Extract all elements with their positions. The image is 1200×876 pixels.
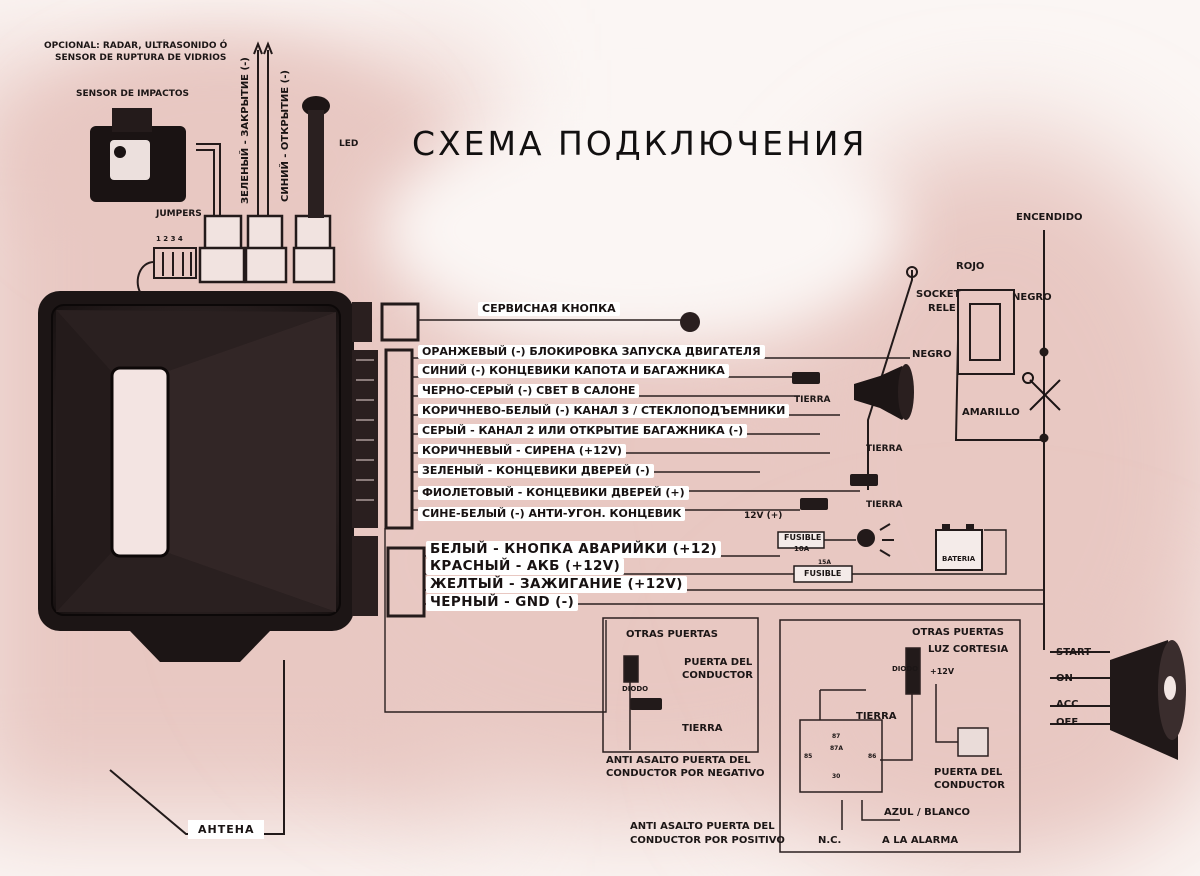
br-plus12: +12V xyxy=(930,667,955,676)
encendido-label: ENCENDIDO xyxy=(1016,212,1083,223)
fuse-10a-label: FUSIBLE xyxy=(784,533,822,542)
bl-tierra: TIERRA xyxy=(682,723,723,734)
bottom-right-box xyxy=(779,619,1021,853)
socket-label: SOCKET xyxy=(916,289,961,300)
wire-label-green: ЗЕЛЕНЫЙ - КОНЦЕВИКИ ДВЕРЕЙ (-) xyxy=(418,464,654,479)
top-wires xyxy=(196,41,273,216)
fuse-10a-amp: 10A xyxy=(794,545,810,553)
connector-plugs xyxy=(380,302,426,618)
rele-label: RELE xyxy=(928,303,956,314)
battery-icon xyxy=(935,524,983,571)
wire-label-grey: СЕРЫЙ - КАНАЛ 2 ИЛИ ОТКРЫТИЕ БАГАЖНИКА (… xyxy=(418,424,748,439)
siren-icon xyxy=(854,364,914,420)
bottom-left-box xyxy=(602,617,759,753)
relay-pin-87a: 87A xyxy=(830,745,843,752)
plus12v-label: 12V (+) xyxy=(744,511,783,521)
negro-left-label: NEGRO xyxy=(912,349,952,360)
scissors-icon xyxy=(1022,372,1061,411)
br-azul-blanco: AZUL / BLANCO xyxy=(884,807,971,818)
bl-caption-2: CONDUCTOR POR NEGATIVO xyxy=(606,768,765,779)
relay-pin-30: 30 xyxy=(832,773,841,780)
wire-label-orange: ОРАНЖЕВЫЙ (-) БЛОКИРОВКА ЗАПУСКА ДВИГАТЕ… xyxy=(418,345,765,360)
battery-label: BATERIA xyxy=(942,555,976,563)
lamp-icon xyxy=(857,523,894,557)
service-button-cap xyxy=(680,312,700,332)
rojo-label: ROJO xyxy=(956,261,985,272)
br-a-la-alarma: A LA ALARMA xyxy=(882,835,959,846)
jumper-block xyxy=(136,247,197,293)
power-label-red: КРАСНЫЙ - АКБ (+12V) xyxy=(426,558,625,575)
optional-sensor-label-1: OPCIONAL: RADAR, ULTRASONIDO Ó xyxy=(44,41,228,51)
fuse-15a-amp: 15A xyxy=(818,559,831,566)
relay-pin-86: 86 xyxy=(868,753,877,760)
bl-conductor: CONDUCTOR xyxy=(682,670,753,681)
br-luz-cortesia: LUZ CORTESIA xyxy=(928,644,1009,655)
ignition-switch xyxy=(1050,640,1186,760)
ignition-acc-label: ACC xyxy=(1056,699,1079,710)
relay-pin-87: 87 xyxy=(832,733,841,740)
tierra-label-3: TIERRA xyxy=(866,500,903,510)
antenna-label: АНТЕНА xyxy=(188,820,265,839)
wire-label-violet: ФИОЛЕТОВЫЙ - КОНЦЕВИКИ ДВЕРЕЙ (+) xyxy=(418,486,689,501)
blue-unlock-label: СИНИЙ - ОТКРЫТИЕ (-) xyxy=(280,70,291,202)
relay-socket xyxy=(867,230,1049,650)
ignition-off-label: OFF xyxy=(1056,717,1079,728)
bl-otras-puertas: OTRAS PUERTAS xyxy=(626,629,718,640)
bl-diodo: DIODO xyxy=(622,685,649,693)
impact-sensor-label: SENSOR DE IMPACTOS xyxy=(76,89,190,99)
jumpers-label: JUMPERS xyxy=(156,209,202,219)
alarm-module xyxy=(38,291,378,662)
br-caption-1: ANTI ASALTO PUERTA DEL xyxy=(630,821,775,832)
wire-label-brown: КОРИЧНЕВЫЙ - СИРЕНА (+12V) xyxy=(418,444,626,459)
bl-caption-1: ANTI ASALTO PUERTA DEL xyxy=(606,755,751,766)
amarillo-label: AMARILLO xyxy=(962,407,1020,418)
br-nc: N.C. xyxy=(818,835,842,846)
wire-label-brown-white: КОРИЧНЕВО-БЕЛЫЙ (-) КАНАЛ 3 / СТЕКЛОПОДЪ… xyxy=(418,404,790,419)
impact-sensor xyxy=(90,108,186,202)
led-indicator xyxy=(302,96,330,218)
wire-label-blue: СИНИЙ (-) КОНЦЕВИКИ КАПОТА И БАГАЖНИКА xyxy=(418,364,729,379)
ignition-on-label: ON xyxy=(1056,673,1073,684)
br-puerta-del: PUERTA DEL xyxy=(934,767,1003,778)
br-diodo: DIODO xyxy=(892,665,919,673)
power-label-white: БЕЛЫЙ - КНОПКА АВАРИЙКИ (+12) xyxy=(426,541,722,558)
negro-right-label: NEGRO xyxy=(1012,292,1052,303)
top-connectors xyxy=(198,214,336,284)
tierra-label-2: TIERRA xyxy=(866,444,903,454)
ignition-start-label: START xyxy=(1056,647,1092,658)
power-label-black: ЧЕРНЫЙ - GND (-) xyxy=(426,594,579,611)
green-lock-label: ЗЕЛЕНЫЙ - ЗАКРЫТИЕ (-) xyxy=(240,57,251,204)
wire-label-black-grey: ЧЕРНО-СЕРЫЙ (-) СВЕТ В САЛОНЕ xyxy=(418,384,640,399)
br-caption-2: CONDUCTOR POR POSITIVO xyxy=(630,835,785,846)
br-otras-puertas: OTRAS PUERTAS xyxy=(912,627,1004,638)
ground-switches xyxy=(630,372,878,710)
br-conductor: CONDUCTOR xyxy=(934,780,1005,791)
fuse-15a-label: FUSIBLE xyxy=(804,569,842,578)
br-tierra: TIERRA xyxy=(856,711,897,722)
relay-pin-85: 85 xyxy=(804,753,813,760)
bl-puerta-del: PUERTA DEL xyxy=(684,657,753,668)
tierra-label-1: TIERRA xyxy=(794,395,831,405)
wire-label-blue-white: СИНЕ-БЕЛЫЙ (-) АНТИ-УГОН. КОНЦЕВИК xyxy=(418,507,686,522)
jumper-numbers: 1 2 3 4 xyxy=(156,235,183,243)
service-button-label: СЕРВИСНАЯ КНОПКА xyxy=(478,302,620,317)
power-label-yellow: ЖЕЛТЫЙ - ЗАЖИГАНИЕ (+12V) xyxy=(426,576,687,593)
diagram-title: СХЕМА ПОДКЛЮЧЕНИЯ xyxy=(412,124,868,163)
optional-sensor-label-2: SENSOR DE RUPTURA DE VIDRIOS xyxy=(55,53,227,63)
led-label: LED xyxy=(339,139,359,149)
